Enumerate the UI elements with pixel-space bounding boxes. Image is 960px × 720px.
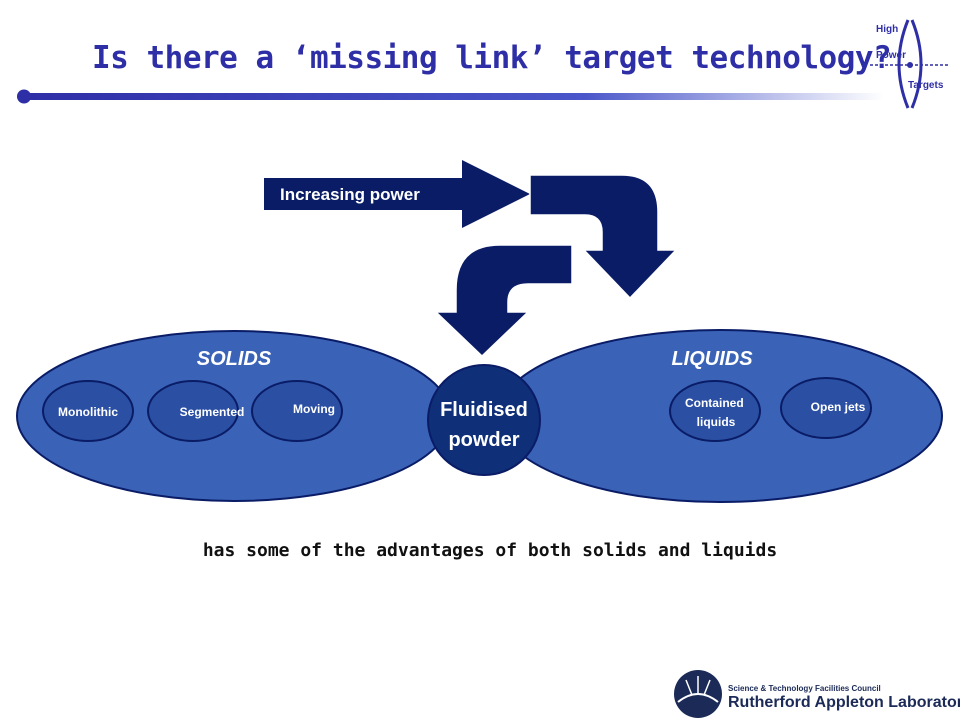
title-rule-bar: [24, 93, 884, 100]
increasing-power-arrow: [264, 160, 530, 228]
monolithic-node: [42, 380, 134, 442]
hpt-logo-targets: Targets: [908, 80, 944, 91]
ral-logo-mark: [674, 670, 722, 718]
ral-logo-ray-3: [703, 679, 711, 696]
hpt-logo-target-dot: [907, 62, 913, 68]
curved-arrow-lower: [434, 244, 573, 358]
slide-title: Is there a ‘missing link’ target technol…: [92, 40, 892, 76]
title-underline: [17, 89, 884, 104]
title-rule-dot: [17, 89, 31, 104]
contained-liquids-node: [669, 380, 761, 442]
moving-node: [251, 380, 343, 442]
contained-liquids-line1: Contained: [685, 396, 744, 410]
hpt-logo-power: Power: [876, 50, 906, 61]
stfc-label: Science & Technology Facilities Council: [728, 684, 881, 693]
contained-liquids-line2: liquids: [697, 415, 736, 429]
fluidised-label: Fluidised: [440, 399, 528, 421]
curved-arrow-upper: [529, 174, 678, 300]
segmented-node: [147, 380, 239, 442]
open-jets-node: [780, 377, 872, 439]
high-power-targets-logo: High Power Targets: [870, 19, 950, 109]
solids-label: SOLIDS: [197, 348, 272, 370]
moving-label: Moving: [293, 402, 335, 416]
hpt-logo-arc-left: [897, 19, 910, 109]
hpt-logo-high: High: [876, 24, 898, 35]
ral-logo-ray-2: [685, 679, 693, 696]
segmented-label: Segmented: [180, 405, 245, 419]
fluidised-powder-node: [427, 364, 541, 476]
monolithic-label: Monolithic: [58, 405, 118, 419]
open-jets-label: Open jets: [811, 400, 866, 414]
slide-caption: has some of the advantages of both solid…: [202, 540, 778, 561]
ral-label: Rutherford Appleton Laboratory: [728, 694, 960, 711]
hpt-logo-arc-right: [910, 19, 923, 109]
increasing-power-label: Increasing power: [280, 185, 420, 204]
contained-liquids-label: Contained liquids: [685, 396, 747, 429]
powder-label: powder: [448, 429, 519, 451]
liquids-label: LIQUIDS: [671, 348, 753, 370]
